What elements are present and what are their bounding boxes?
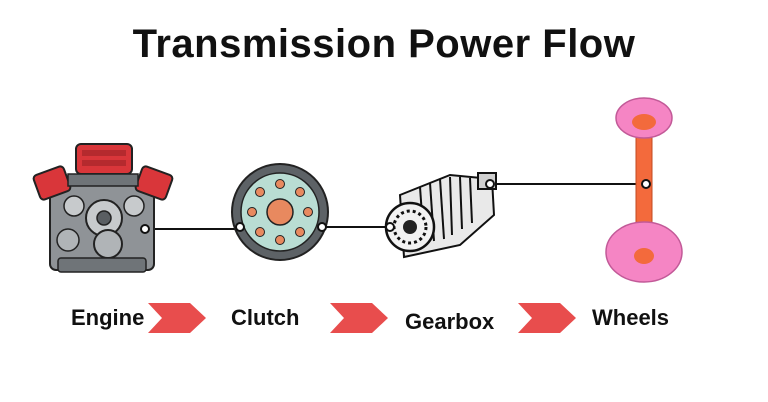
clutch-icon (231, 163, 329, 261)
flow-arrow-1-icon (148, 303, 206, 333)
flow-arrow-3-icon (518, 303, 576, 333)
diagram-title: Transmission Power Flow (132, 22, 636, 66)
wheels-axle-icon (605, 97, 683, 283)
component-label-wheels: Wheels (592, 305, 670, 330)
component-label-gearbox: Gearbox (405, 309, 495, 334)
engine-icon (32, 143, 174, 273)
flow-arrow-2-icon (330, 303, 388, 333)
gearbox-icon (384, 172, 497, 259)
component-label-clutch: Clutch (231, 305, 300, 330)
component-label-engine: Engine (71, 305, 145, 330)
